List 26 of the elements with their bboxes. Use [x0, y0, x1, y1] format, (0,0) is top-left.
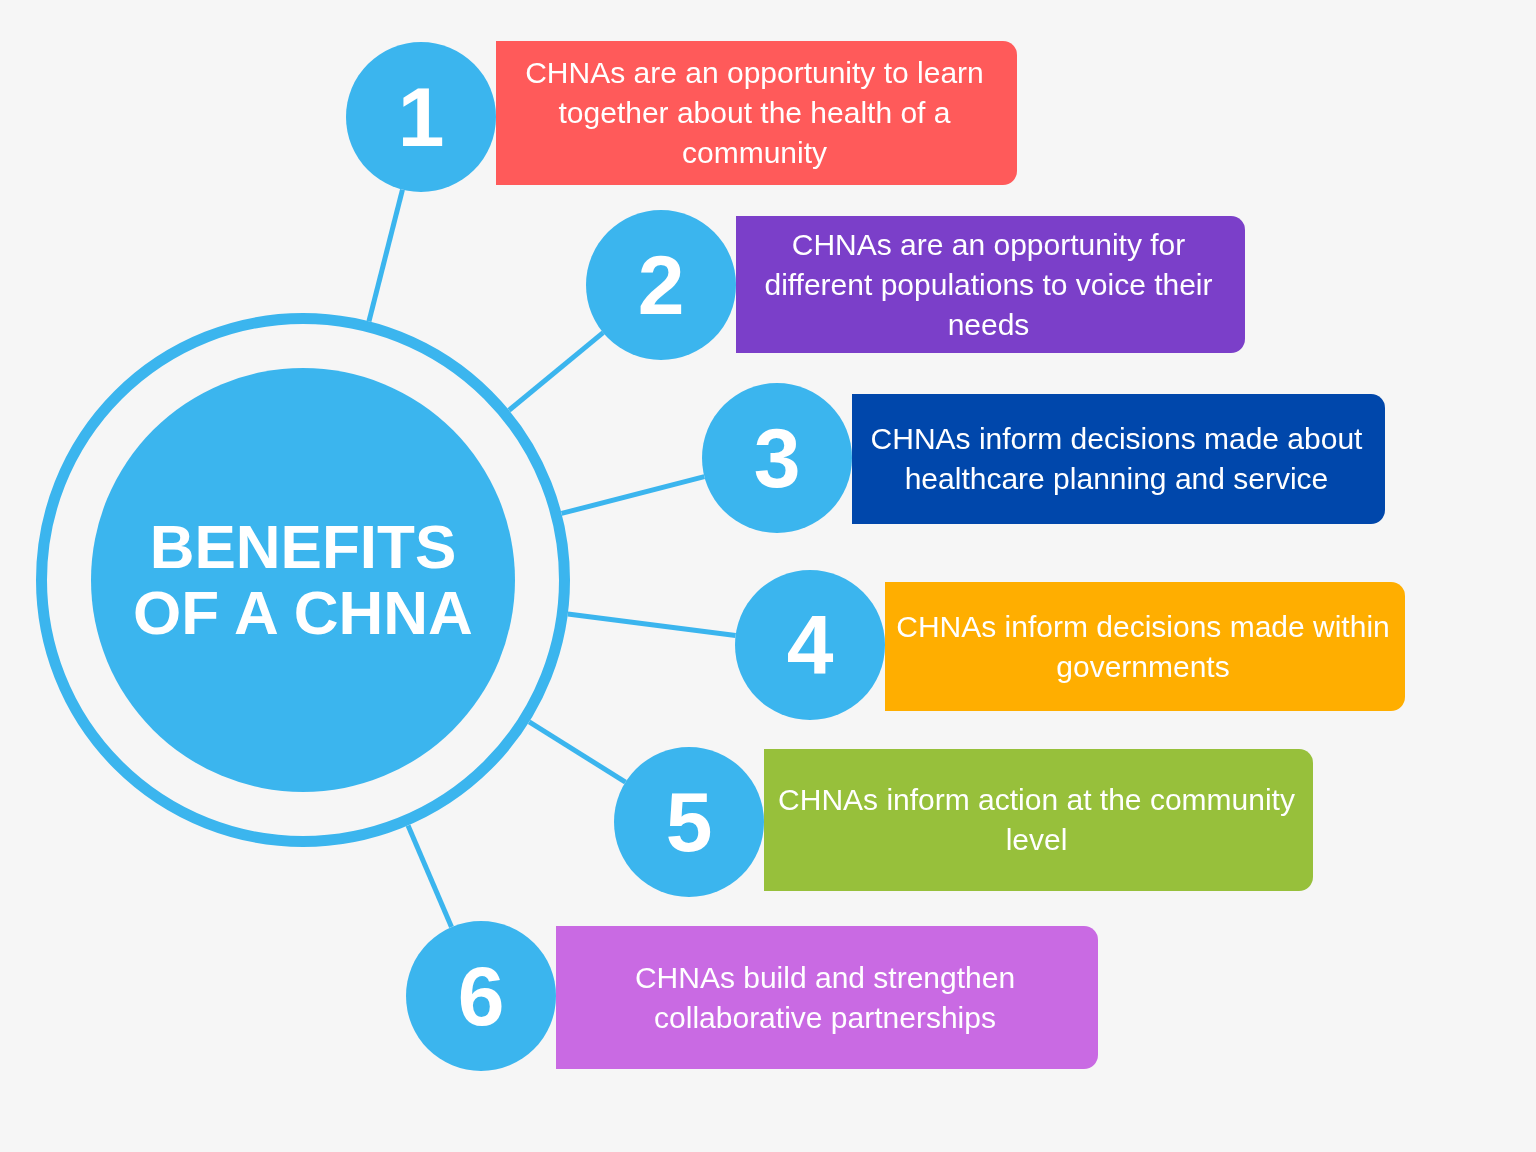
- benefit-card: [852, 394, 1385, 524]
- step-number: 5: [665, 780, 713, 864]
- step-number: 2: [637, 243, 685, 327]
- benefit-card: [885, 582, 1405, 711]
- benefit-text: CHNAs inform decisions made within governments: [895, 608, 1391, 685]
- connector-line: [527, 719, 627, 785]
- step-number: 1: [397, 75, 445, 159]
- benefit-text: CHNAs are an opportunity to learn together about the health of a community: [524, 55, 985, 171]
- benefit-text: CHNAs are an opportunity for different populations to voice their needs: [763, 226, 1214, 343]
- center-title: BENEFITS OF A CHNA: [132, 514, 474, 646]
- connector-line: [405, 824, 454, 929]
- benefit-card: [556, 926, 1098, 1069]
- center-ring: [36, 313, 570, 847]
- step-number: 3: [753, 416, 801, 500]
- connector-line: [507, 330, 605, 413]
- benefit-text: CHNAs inform action at the community level: [777, 782, 1296, 858]
- connector-line: [366, 189, 405, 322]
- benefit-card: [764, 749, 1313, 891]
- step-number: 6: [457, 954, 505, 1038]
- connector-line: [567, 611, 736, 638]
- connector-line: [560, 474, 705, 516]
- benefit-card: [736, 216, 1245, 353]
- benefit-card: [496, 41, 1017, 185]
- benefit-text: CHNAs inform decisions made about healthcare planning and service: [869, 421, 1364, 497]
- step-number: 4: [786, 603, 834, 687]
- benefit-text: CHNAs build and strengthen collaborative partnerships: [633, 959, 1017, 1036]
